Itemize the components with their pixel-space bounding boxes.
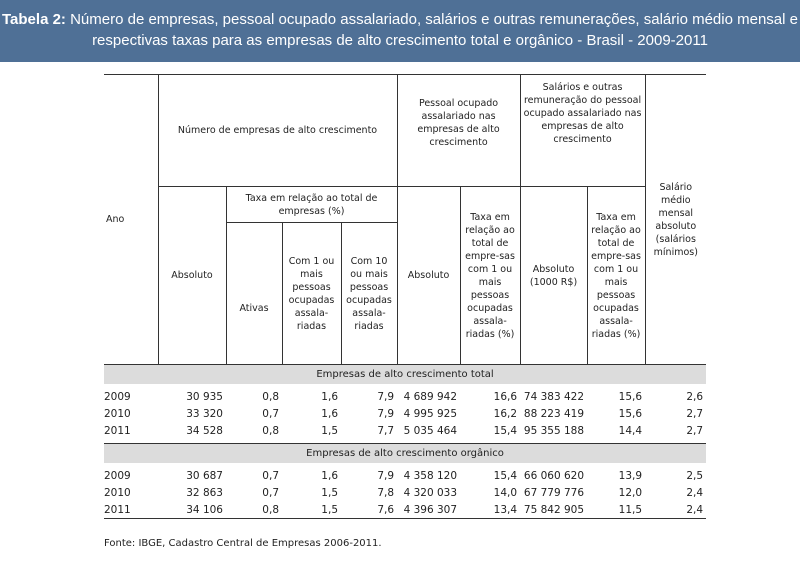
table-title-label: Tabela 2: bbox=[2, 11, 66, 28]
value-cell: 4 995 925 bbox=[403, 407, 458, 420]
table-row: 2010 33 320 0,7 1,6 7,9 4 995 925 16,2 88 223 4… bbox=[104, 405, 706, 422]
value-cell: 7,7 bbox=[377, 424, 395, 437]
value-cell: 7,9 bbox=[377, 407, 395, 420]
table-header: Ano Número de empresas de alto crescimen… bbox=[104, 74, 707, 365]
value-cell: 13,4 bbox=[460, 501, 521, 519]
year-cell: 2009 bbox=[104, 390, 131, 403]
value-cell: 7,9 bbox=[377, 390, 395, 403]
source-note: Fonte: IBGE, Cadastro Central de Empresa… bbox=[104, 538, 382, 549]
spacer-row bbox=[104, 519, 706, 520]
header-ano: Ano bbox=[104, 74, 159, 365]
value-cell: 1,6 bbox=[321, 469, 338, 482]
value-cell: 0,7 bbox=[262, 469, 279, 482]
value-cell: 66 060 620 bbox=[523, 469, 585, 482]
value-cell: 4 320 033 bbox=[403, 486, 458, 499]
value-cell: 2,4 bbox=[686, 486, 704, 499]
header-pessoal: Pessoal ocupado assalariado nas empresas… bbox=[396, 74, 521, 187]
value-cell: 30 687 bbox=[186, 469, 223, 482]
value-cell: 74 383 422 bbox=[523, 390, 585, 403]
value-cell: 15,6 bbox=[618, 390, 643, 403]
data-table: Ano Número de empresas de alto crescimen… bbox=[104, 74, 707, 520]
value-cell: 0,8 bbox=[262, 390, 279, 403]
table-title: Tabela 2: Número de empresas, pessoal oc… bbox=[0, 0, 800, 62]
value-cell: 75 842 905 bbox=[520, 501, 588, 519]
value-cell: 95 355 188 bbox=[523, 424, 585, 437]
table-row: 2010 32 863 0,7 1,5 7,8 4 320 033 14,0 67 779 7… bbox=[104, 484, 706, 501]
value-cell: 2,4 bbox=[645, 501, 707, 519]
table-row: 2009 30 687 0,7 1,6 7,9 4 358 120 15,4 66 060 6… bbox=[104, 467, 706, 484]
header-pessoal-taxa: Taxa em relação ao total de empre-sas co… bbox=[459, 186, 521, 365]
value-cell: 32 863 bbox=[186, 486, 223, 499]
header-com10: Com 10 ou mais pessoas ocupadas assala-r… bbox=[340, 222, 398, 365]
value-cell: 0,7 bbox=[262, 486, 279, 499]
header-taxa-empresas: Taxa em relação ao total de empresas (%) bbox=[225, 186, 398, 223]
value-cell: 34 106 bbox=[158, 501, 226, 519]
value-cell: 14,0 bbox=[493, 486, 518, 499]
value-cell: 1,5 bbox=[321, 424, 338, 437]
value-cell: 1,6 bbox=[321, 390, 338, 403]
section-label: Empresas de alto crescimento total bbox=[104, 364, 707, 384]
value-cell: 15,4 bbox=[493, 424, 518, 437]
data-table-container: Ano Número de empresas de alto crescimen… bbox=[104, 74, 707, 520]
value-cell: 15,4 bbox=[493, 469, 518, 482]
section-row: Empresas de alto crescimento total bbox=[104, 364, 707, 384]
value-cell: 88 223 419 bbox=[523, 407, 585, 420]
section-row: Empresas de alto crescimento orgânico bbox=[104, 443, 707, 463]
header-salarios-absoluto: Absoluto (1000 R$) bbox=[519, 186, 588, 365]
year-cell: 2010 bbox=[104, 486, 131, 499]
value-cell: 4 396 307 bbox=[397, 501, 461, 519]
value-cell: 2,7 bbox=[686, 424, 704, 437]
value-cell: 16,6 bbox=[493, 390, 518, 403]
value-cell: 1,6 bbox=[321, 407, 338, 420]
value-cell: 11,5 bbox=[587, 501, 646, 519]
value-cell: 4 689 942 bbox=[403, 390, 458, 403]
year-cell: 2009 bbox=[104, 469, 131, 482]
header-salarios-taxa: Taxa em relação ao total de empre-sas co… bbox=[586, 186, 646, 365]
header-salario-medio: Salário médio mensal absoluto (salários … bbox=[644, 74, 707, 365]
value-cell: 67 779 776 bbox=[523, 486, 585, 499]
value-cell: 13,9 bbox=[618, 469, 643, 482]
spacer-cell bbox=[104, 519, 706, 520]
value-cell: 7,6 bbox=[341, 501, 398, 519]
value-cell: 30 935 bbox=[186, 390, 223, 403]
section-label: Empresas de alto crescimento orgânico bbox=[104, 443, 707, 463]
value-cell: 0,8 bbox=[262, 424, 279, 437]
year-cell: 2010 bbox=[104, 407, 131, 420]
value-cell: 7,8 bbox=[377, 486, 395, 499]
header-salarios: Salários e outras remuneração do pessoal… bbox=[519, 74, 646, 187]
header-absoluto: Absoluto bbox=[157, 186, 227, 365]
year-cell: 2011 bbox=[104, 501, 158, 519]
table-body: Empresas de alto crescimento total 2009 30… bbox=[104, 364, 707, 520]
value-cell: 2,7 bbox=[686, 407, 704, 420]
value-cell: 0,8 bbox=[226, 501, 282, 519]
value-cell: 1,5 bbox=[282, 501, 341, 519]
table-title-text: Número de empresas, pessoal ocupado assa… bbox=[70, 11, 798, 49]
value-cell: 33 320 bbox=[186, 407, 223, 420]
header-ativas: Ativas bbox=[225, 222, 283, 365]
value-cell: 4 358 120 bbox=[403, 469, 458, 482]
value-cell: 2,6 bbox=[686, 390, 704, 403]
value-cell: 2,5 bbox=[686, 469, 704, 482]
year-cell: 2011 bbox=[104, 424, 131, 437]
value-cell: 1,5 bbox=[321, 486, 338, 499]
value-cell: 12,0 bbox=[618, 486, 643, 499]
value-cell: 34 528 bbox=[186, 424, 223, 437]
table-row: 2009 30 935 0,8 1,6 7,9 4 689 942 16,6 74 383 4… bbox=[104, 388, 706, 405]
value-cell: 16,2 bbox=[493, 407, 518, 420]
header-num-empresas: Número de empresas de alto crescimento bbox=[157, 74, 398, 187]
value-cell: 0,7 bbox=[262, 407, 279, 420]
header-pessoal-absoluto: Absoluto bbox=[396, 186, 461, 365]
value-cell: 15,6 bbox=[618, 407, 643, 420]
value-cell: 5 035 464 bbox=[403, 424, 458, 437]
value-cell: 14,4 bbox=[618, 424, 643, 437]
table-row: 2011 34 528 0,8 1,5 7,7 5 035 464 15,4 95 355 1… bbox=[104, 422, 706, 439]
header-com1: Com 1 ou mais pessoas ocupadas assala-ri… bbox=[281, 222, 342, 365]
value-cell: 7,9 bbox=[377, 469, 395, 482]
